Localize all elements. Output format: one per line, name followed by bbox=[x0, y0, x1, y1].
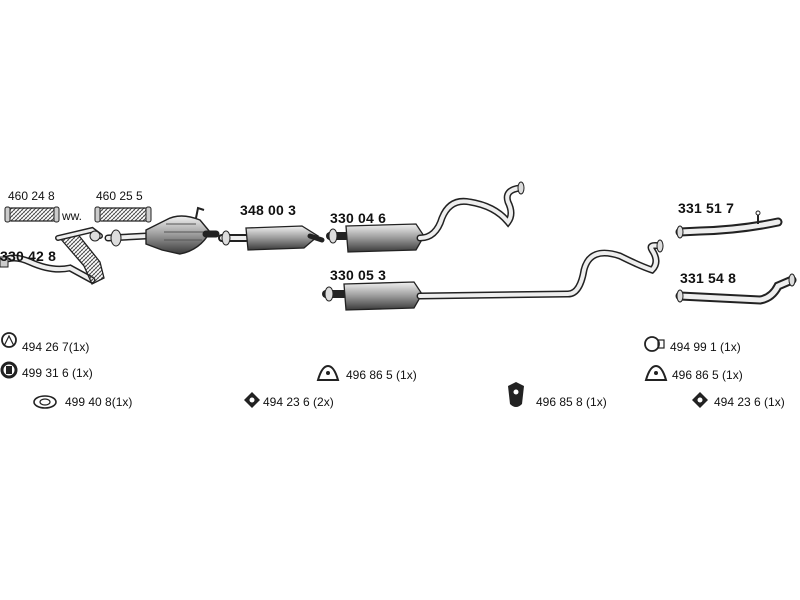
ring-mount-icon bbox=[0, 361, 18, 379]
accessory-label-499316: 499 31 6 (1x) bbox=[22, 366, 93, 380]
part-label-330428: 330 42 8 bbox=[0, 248, 57, 264]
part-label-330046: 330 04 6 bbox=[330, 210, 387, 226]
rear-muffler-330053 bbox=[322, 239, 664, 311]
accessory-label-496865-right: 496 86 5 (1x) bbox=[672, 368, 743, 382]
tail-pipe-331548 bbox=[675, 273, 797, 305]
hanger-icon bbox=[316, 364, 340, 381]
part-label-348003: 348 00 3 bbox=[240, 202, 297, 218]
flex-pipe-460255 bbox=[94, 206, 152, 223]
front-muffler-348003 bbox=[218, 225, 325, 251]
bracket-icon bbox=[244, 392, 260, 408]
accessory-label-494991: 494 99 1 (1x) bbox=[670, 340, 741, 354]
front-pipe-330428 bbox=[0, 226, 105, 285]
catalytic-converter bbox=[104, 206, 220, 255]
accessory-label-496858: 496 85 8 (1x) bbox=[536, 395, 607, 409]
part-label-330053: 330 05 3 bbox=[330, 267, 387, 283]
part-label-331517: 331 51 7 bbox=[678, 200, 735, 216]
gasket-icon bbox=[33, 395, 57, 409]
ww-label: ww. bbox=[62, 209, 83, 223]
tail-pipe-331517 bbox=[675, 210, 783, 239]
accessory-label-499408: 499 40 8(1x) bbox=[65, 395, 133, 409]
clamp-icon bbox=[644, 336, 665, 352]
part-label-460248: 460 24 8 bbox=[8, 189, 55, 203]
hanger-icon bbox=[644, 364, 668, 381]
flex-pipe-460248 bbox=[4, 206, 60, 223]
accessory-label-494267: 494 26 7(1x) bbox=[22, 340, 90, 354]
bracket-icon bbox=[692, 392, 708, 408]
accessory-label-494236-2x: 494 23 6 (2x) bbox=[263, 395, 334, 409]
accessory-label-494236-1x: 494 23 6 (1x) bbox=[714, 395, 785, 409]
part-label-460255: 460 25 5 bbox=[96, 189, 143, 203]
middle-muffler-330046 bbox=[326, 181, 525, 253]
hanger-icon bbox=[508, 382, 524, 407]
part-label-331548: 331 54 8 bbox=[680, 270, 737, 286]
accessory-label-496865-mid: 496 86 5 (1x) bbox=[346, 368, 417, 382]
clamp-icon bbox=[1, 332, 17, 348]
